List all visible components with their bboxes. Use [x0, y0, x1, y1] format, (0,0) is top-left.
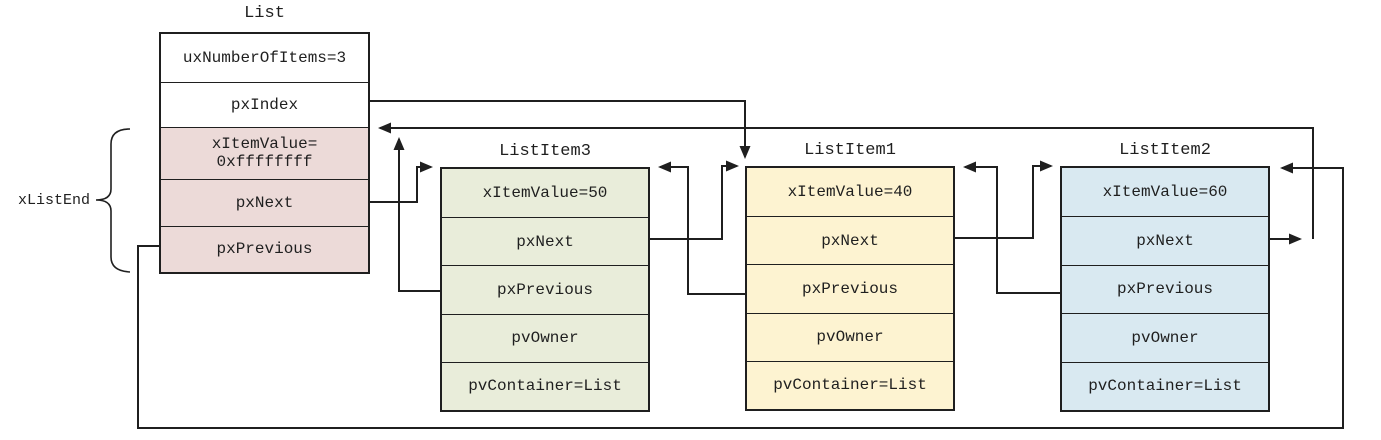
list-row-pxprevious-label: pxPrevious — [216, 240, 313, 259]
arrow-listend-pxnext-to-listitem3 — [370, 161, 433, 203]
listitem3-row-pxprevious: pxPrevious — [442, 265, 648, 314]
list-row-pxindex-label: pxIndex — [230, 95, 299, 114]
arrow-listitem3-pxprevious-to-listend — [393, 137, 440, 292]
listitem2-row-pvcontainer-label: pvContainer=List — [1088, 377, 1242, 396]
listitem3-row-xitemvalue-label: xItemValue=50 — [482, 183, 608, 202]
listitem1-title: ListItem1 — [804, 141, 896, 160]
listitem2-row-pxprevious-label: pxPrevious — [1116, 280, 1213, 299]
arrow-listitem2-pxprevious-to-listitem1 — [963, 161, 1060, 294]
list-row-uxnumberofitems: uxNumberOfItems=3 — [161, 34, 368, 82]
listitem1-row-pxnext-label: pxNext — [821, 231, 879, 250]
arrow-listitem1-pxprevious-to-listitem3 — [658, 161, 745, 295]
listitem2-row-xitemvalue: xItemValue=60 — [1062, 168, 1268, 217]
listitem2-row-pvowner-label: pvOwner — [1131, 328, 1199, 347]
listitem2-row-pxnext: pxNext — [1062, 216, 1268, 265]
arrow-listitem1-pxnext-to-listitem2 — [955, 160, 1053, 239]
listitem3-box: xItemValue=50 pxNext pxPrevious pvOwner … — [440, 167, 650, 412]
listitem2-row-pxnext-label: pxNext — [1136, 231, 1194, 250]
listitem3-row-pvowner-label: pvOwner — [511, 329, 579, 347]
list-row-pxnext-label: pxNext — [235, 193, 294, 212]
list-row-pxprevious: pxPrevious — [161, 226, 368, 272]
list-row-uxnumberofitems-label: uxNumberOfItems=3 — [182, 48, 347, 67]
arrow-listitem3-pxnext-to-listitem1 — [650, 160, 739, 240]
listitem3-row-pxnext: pxNext — [442, 217, 648, 266]
listitem1-row-pvowner-label: pvOwner — [816, 328, 884, 346]
list-row-xitemvalue-value: 0xffffffff — [216, 153, 313, 172]
listitem3-title: ListItem3 — [499, 142, 591, 161]
listitem1-row-pxprevious: pxPrevious — [747, 264, 953, 313]
listitem1-row-xitemvalue: xItemValue=40 — [747, 168, 953, 217]
xlistend-label: xListEnd — [17, 192, 90, 209]
listitem3-row-pxnext-label: pxNext — [516, 232, 574, 251]
xlistend-brace — [95, 128, 131, 273]
list-row-xitemvalue-label: xItemValue= — [211, 135, 318, 154]
listitem3-row-xitemvalue: xItemValue=50 — [442, 169, 648, 218]
list-title: List — [244, 4, 285, 23]
listitem2-row-pvowner: pvOwner — [1062, 313, 1268, 362]
listitem1-row-pxprevious-label: pxPrevious — [801, 279, 898, 298]
list-row-pxindex: pxIndex — [161, 81, 368, 128]
listitem2-box: xItemValue=60 pxNext pxPrevious pvOwner … — [1060, 166, 1270, 412]
listitem1-row-pvcontainer: pvContainer=List — [747, 360, 953, 409]
list-box: uxNumberOfItems=3 pxIndex xItemValue= 0x… — [159, 32, 370, 274]
listitem2-row-pxprevious: pxPrevious — [1062, 264, 1268, 314]
list-row-xitemvalue: xItemValue= 0xffffffff — [161, 127, 368, 179]
listitem1-box: xItemValue=40 pxNext pxPrevious pvOwner … — [745, 166, 955, 411]
listitem2-title: ListItem2 — [1119, 141, 1211, 160]
listitem1-row-pvowner: pvOwner — [747, 312, 953, 361]
listitem3-row-pvcontainer: pvContainer=List — [442, 361, 648, 410]
listitem3-row-pxprevious-label: pxPrevious — [496, 280, 593, 299]
listitem2-row-xitemvalue-label: xItemValue=60 — [1102, 183, 1228, 201]
listitem1-row-pxnext: pxNext — [747, 216, 953, 265]
listitem1-row-pvcontainer-label: pvContainer=List — [773, 376, 927, 395]
list-row-pxnext: pxNext — [161, 178, 368, 227]
listitem1-row-xitemvalue-label: xItemValue=40 — [787, 182, 913, 201]
listitem3-row-pvcontainer-label: pvContainer=List — [468, 377, 622, 396]
listitem2-row-pvcontainer: pvContainer=List — [1062, 361, 1268, 410]
listitem3-row-pvowner: pvOwner — [442, 313, 648, 362]
